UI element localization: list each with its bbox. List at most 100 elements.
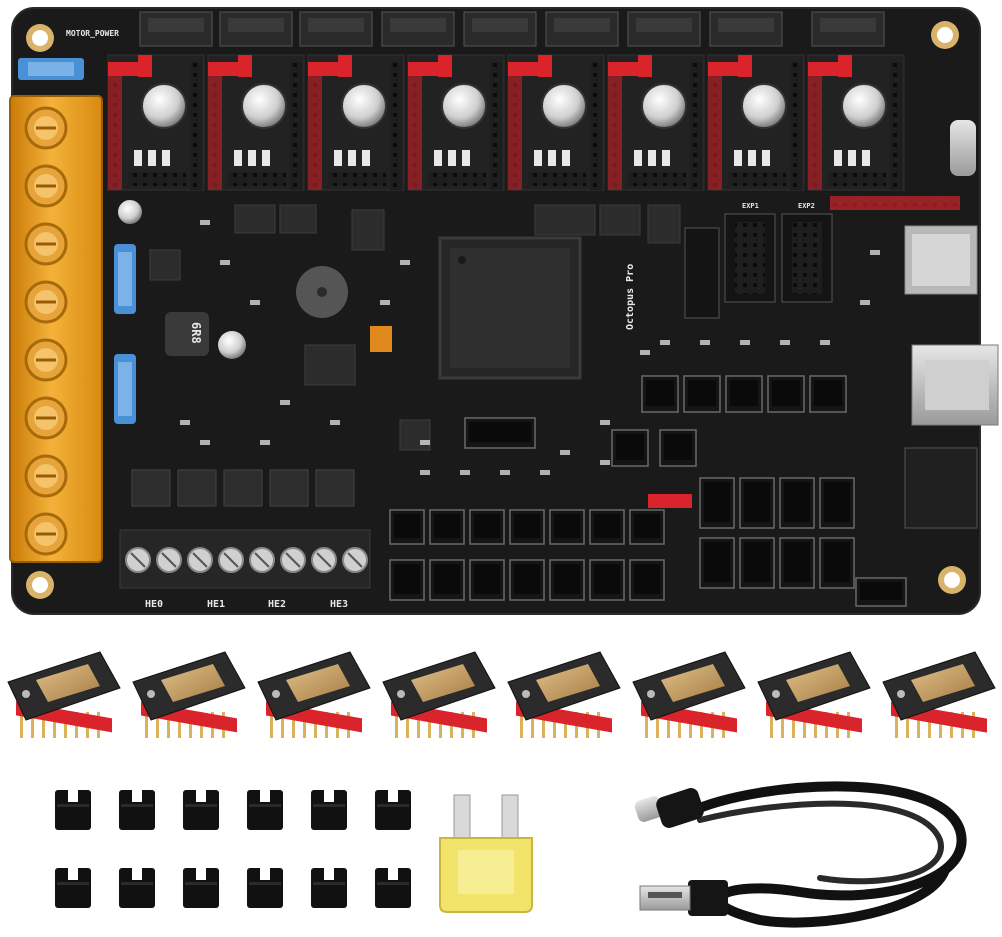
- capacitor-small: [218, 331, 246, 359]
- motor-connector: [627, 11, 701, 47]
- motor-connector: [219, 11, 293, 47]
- jumper-cap: [375, 790, 411, 830]
- io-connector: [629, 559, 665, 601]
- board-model-label: Octopus Pro: [625, 264, 636, 330]
- terminal-screw: [24, 454, 68, 498]
- io-connector: [767, 375, 805, 413]
- smd-component: [400, 260, 410, 265]
- io-connector: [429, 509, 465, 545]
- terminal-screw: [24, 106, 68, 150]
- jumper-cap: [55, 790, 91, 830]
- stepper-driver-module: [757, 651, 871, 738]
- io-connector: [429, 559, 465, 601]
- smd-component: [600, 420, 610, 425]
- motor-connectors: [139, 11, 885, 47]
- stepper-driver-module: [382, 651, 496, 738]
- driver-slot: [307, 54, 405, 191]
- driver-slot: [407, 54, 505, 191]
- smd-component: [460, 470, 470, 475]
- mcu-chip: [438, 236, 582, 380]
- io-connector: [779, 537, 815, 589]
- jumper-cap: [119, 790, 155, 830]
- io-connector: [739, 537, 775, 589]
- terminal-screw: [24, 396, 68, 440]
- board-fuses-blue: [114, 244, 136, 424]
- io-connector: [611, 429, 649, 467]
- heater-screw: [218, 547, 244, 573]
- smd-component: [860, 300, 870, 305]
- io-connector: [819, 537, 855, 589]
- sd-card-slot: [904, 225, 978, 295]
- smd-component: [560, 450, 570, 455]
- smd-component: [260, 440, 270, 445]
- dip-switch: [370, 326, 392, 352]
- stepper-drivers: [7, 651, 996, 738]
- io-connector: [779, 477, 815, 529]
- io-connector: [549, 559, 585, 601]
- io-connector: [469, 559, 505, 601]
- smd-component: [700, 340, 710, 345]
- io-connector: [739, 477, 775, 529]
- smd-component: [780, 340, 790, 345]
- inductor: 6R8: [165, 312, 209, 356]
- mainboard: MOTOR_POWER Octopus Pro: [9, 7, 999, 615]
- driver-slot: [807, 54, 905, 191]
- heater-terminal-block: [119, 529, 371, 589]
- jumper-cap: [311, 790, 347, 830]
- terminal-screw: [24, 280, 68, 324]
- io-connector: [389, 559, 425, 601]
- io-connector: [469, 509, 505, 545]
- motor-connector: [381, 11, 455, 47]
- heater-screw: [311, 547, 337, 573]
- io-connector: [589, 559, 625, 601]
- power-terminal-block: [9, 95, 103, 563]
- io-connector: [699, 537, 735, 589]
- motor-connector: [139, 11, 213, 47]
- driver-slot: [707, 54, 805, 191]
- heater-screw: [249, 547, 275, 573]
- io-connector: [659, 429, 697, 467]
- jumper-cap: [311, 868, 347, 908]
- smd-component: [180, 420, 190, 425]
- smd-component: [380, 300, 390, 305]
- smd-component: [330, 420, 340, 425]
- io-connector: [725, 375, 763, 413]
- usb-c-port: [950, 120, 976, 176]
- smd-component: [250, 300, 260, 305]
- jumper-cap: [119, 868, 155, 908]
- stepper-driver-module: [507, 651, 621, 738]
- io-connector: [629, 509, 665, 545]
- io-connector: [464, 417, 536, 449]
- io-connector: [589, 509, 625, 545]
- heater-label-3: HE3: [330, 599, 348, 610]
- motor-connector: [299, 11, 373, 47]
- motor-connector: [811, 11, 885, 47]
- stepper-driver-module: [257, 651, 371, 738]
- jumper-cap: [247, 868, 283, 908]
- buzzer: [296, 266, 348, 318]
- mounting-holes: [26, 21, 966, 599]
- heater-label-2: HE2: [268, 599, 286, 610]
- heater-screw: [342, 547, 368, 573]
- io-connectors: [389, 375, 907, 607]
- motor-connector: [545, 11, 619, 47]
- jumper-cap: [183, 868, 219, 908]
- smd-component: [660, 340, 670, 345]
- board-fuse-top: [18, 58, 84, 80]
- smd-component: [500, 470, 510, 475]
- stepper-driver-module: [632, 651, 746, 738]
- capacitor-small-2: [118, 200, 142, 224]
- heater-screw: [280, 547, 306, 573]
- io-connector: [641, 375, 679, 413]
- io-connector: [855, 577, 907, 607]
- board-jumper-red: [648, 494, 692, 508]
- terminal-screw: [24, 164, 68, 208]
- heater-mosfets: [131, 469, 355, 507]
- jumper-cap: [55, 868, 91, 908]
- terminal-screw: [24, 222, 68, 266]
- silkscreen-marks: [180, 220, 880, 475]
- io-connector: [509, 559, 545, 601]
- stepper-driver-module: [132, 651, 246, 738]
- smd-component: [420, 440, 430, 445]
- heater-screw: [156, 547, 182, 573]
